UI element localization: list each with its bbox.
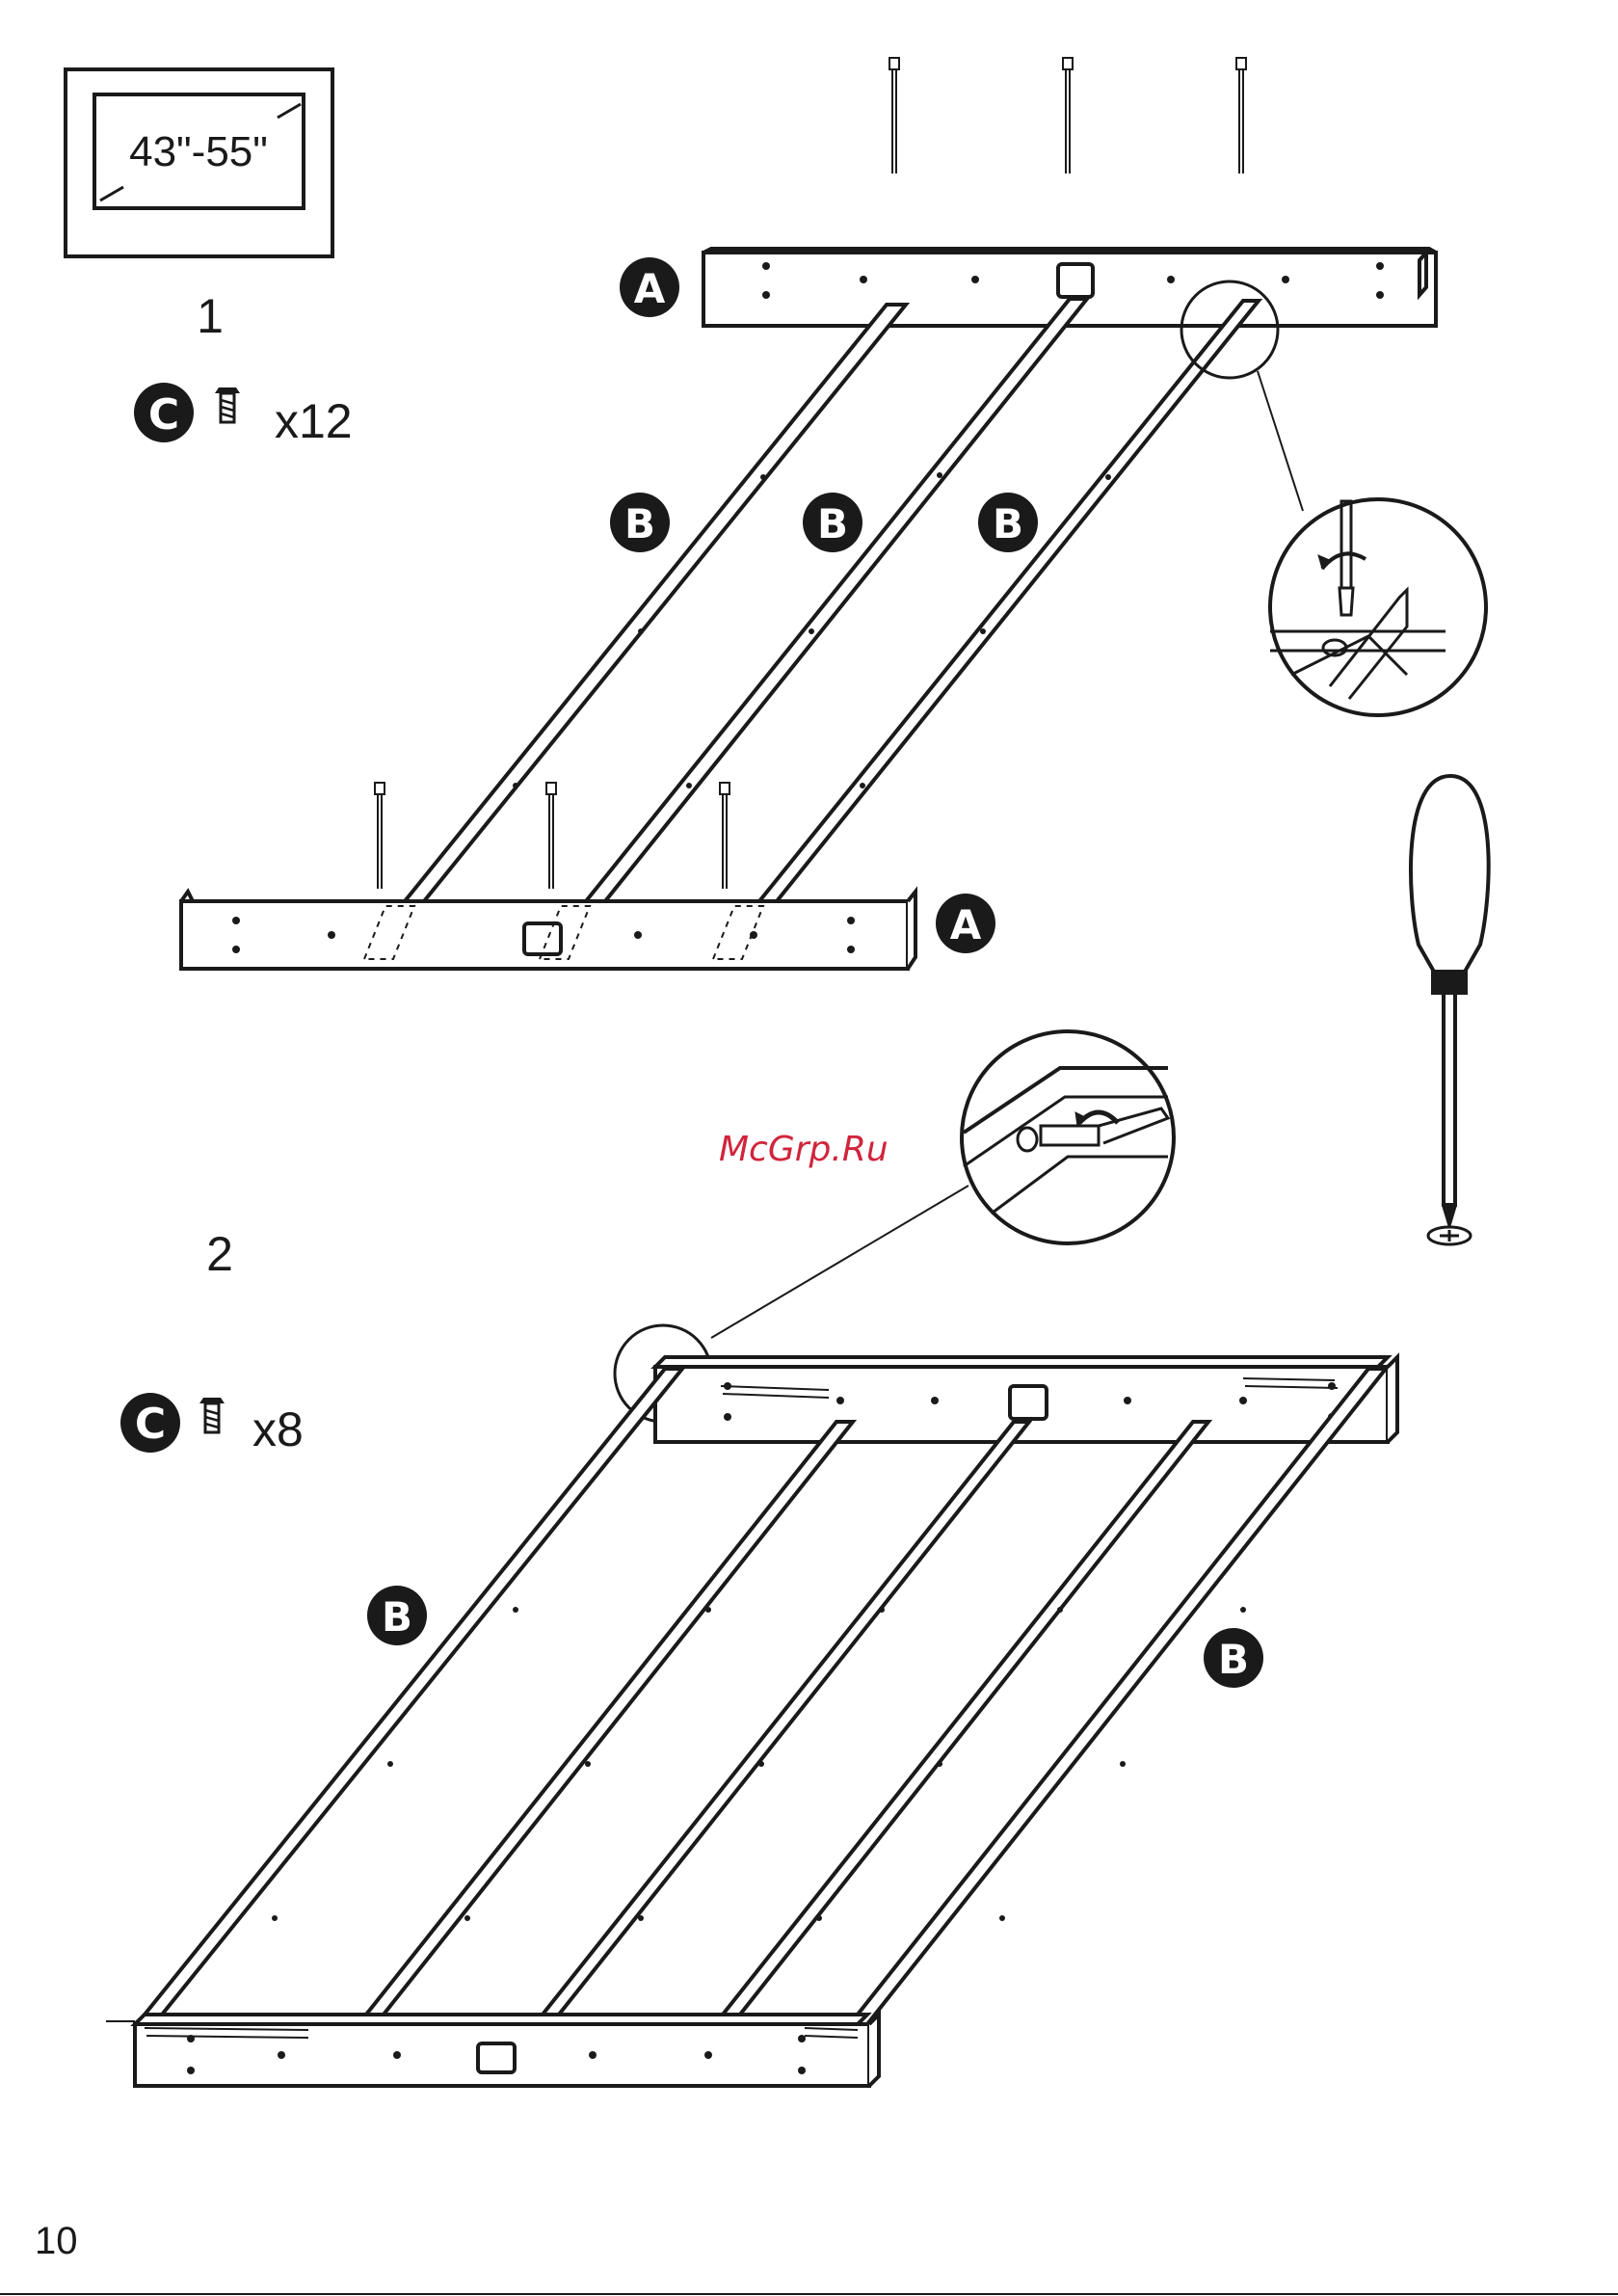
svg-text:B: B (1218, 1636, 1249, 1683)
rail-a-badge-top: A (620, 257, 679, 317)
slats-b-step-1 (405, 299, 1259, 901)
svg-text:B: B (993, 500, 1023, 547)
svg-text:B: B (624, 500, 655, 547)
step-1-parts: C x12 (134, 383, 353, 448)
step-1-number: 1 (197, 289, 224, 343)
part-c-badge-label: C (148, 390, 179, 440)
detail-screw-fixing (1181, 281, 1486, 715)
frame-top-rail (655, 1357, 1397, 1442)
svg-text:B: B (382, 1593, 412, 1641)
slat-b-badges-step-1: B B B (610, 493, 1038, 552)
svg-text:B: B (817, 500, 848, 547)
rail-a-bottom (181, 892, 915, 969)
svg-text:A: A (634, 265, 666, 312)
svg-text:A: A (950, 901, 982, 948)
page-number: 10 (35, 2220, 78, 2262)
step-2-quantity: x8 (252, 1402, 304, 1456)
step-2-parts: C x8 (120, 1393, 304, 1456)
part-c-badge-label: C (135, 1400, 166, 1449)
screwdriver-icon (1411, 776, 1489, 1244)
screw-icon (215, 387, 240, 422)
watermark: McGrp.Ru (719, 1130, 889, 1169)
tv-size-label: 43"-55" (129, 128, 268, 175)
frame-bottom-rail (135, 2015, 879, 2086)
screw-icon (199, 1398, 225, 1432)
step-1-quantity: x12 (275, 394, 353, 448)
rail-a-badge-bottom: A (936, 894, 995, 953)
step-2-number: 2 (206, 1227, 233, 1281)
screws-top-rail (889, 58, 1246, 174)
frame-slats (137, 1369, 1386, 2024)
tv-size-icon: 43"-55" (66, 69, 332, 256)
